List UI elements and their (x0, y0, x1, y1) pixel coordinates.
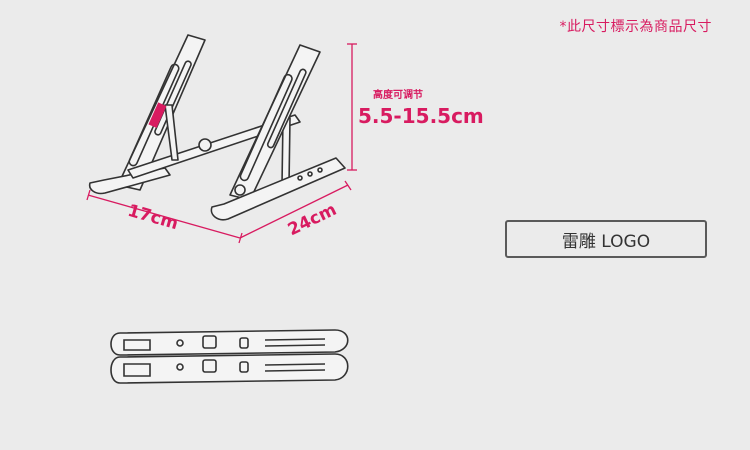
adjustable-height-label: 高度可调节 (373, 90, 423, 101)
hinge-front (198, 138, 212, 152)
hinge-rear (234, 184, 246, 196)
size-note: *此尺寸標示為商品尺寸 (559, 19, 712, 35)
rear-strut (164, 104, 179, 161)
folded-stand (110, 329, 349, 384)
depth-label: 24cm (285, 200, 340, 241)
front-foot (88, 167, 171, 195)
width-label: 17cm (125, 201, 180, 234)
cross-bar (127, 114, 301, 179)
laser-logo-box: 雷雕 LOGO (505, 220, 707, 258)
height-range-value: 5.5-15.5cm (358, 104, 484, 128)
logo-tag (148, 102, 167, 128)
